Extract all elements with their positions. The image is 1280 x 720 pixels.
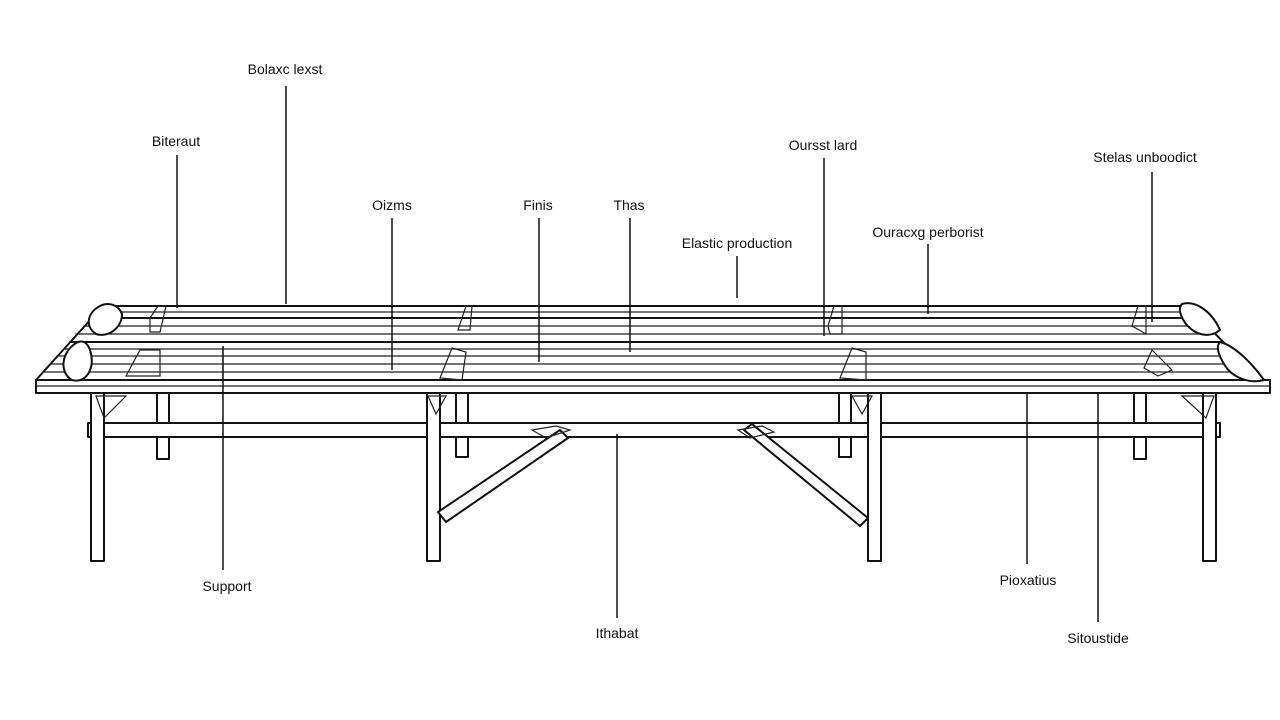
label-elastic-production: Elastic production — [682, 235, 793, 251]
stretcher-rail — [87, 422, 1221, 438]
front-leg — [90, 392, 105, 562]
label-bitterout: Biteraut — [152, 133, 200, 149]
left-roll-front — [62, 340, 93, 382]
table-illustration — [35, 302, 1271, 562]
label-oizems: Oizms — [372, 197, 412, 213]
label-thabat: Ithabat — [596, 625, 639, 641]
front-leg — [867, 392, 882, 562]
label-support: Support — [202, 578, 251, 594]
label-finis: Finis — [523, 197, 553, 213]
diagonal-brace — [437, 429, 569, 523]
label-sitoustide: Sitoustide — [1067, 630, 1129, 646]
right-roll-front — [1216, 341, 1265, 383]
label-thas: Thas — [613, 197, 644, 213]
label-balance-text: Bolaxc lexst — [248, 61, 323, 77]
diagonal-brace — [743, 423, 869, 527]
left-roll-back — [87, 303, 123, 336]
label-oursst-lard: Oursst lard — [789, 137, 857, 153]
leader-lines — [176, 86, 1153, 622]
front-leg — [426, 392, 441, 562]
callout-labels: Bolaxc lexst Biteraut Oizms Finis Thas E… — [152, 61, 1197, 646]
label-ouracxg-perborist: Ouracxg perborist — [872, 224, 983, 240]
label-pioxatius: Pioxatius — [1000, 572, 1057, 588]
right-roll-back — [1178, 302, 1221, 336]
front-leg — [1202, 392, 1217, 562]
label-stelas-unboodict: Stelas unboodict — [1093, 149, 1197, 165]
